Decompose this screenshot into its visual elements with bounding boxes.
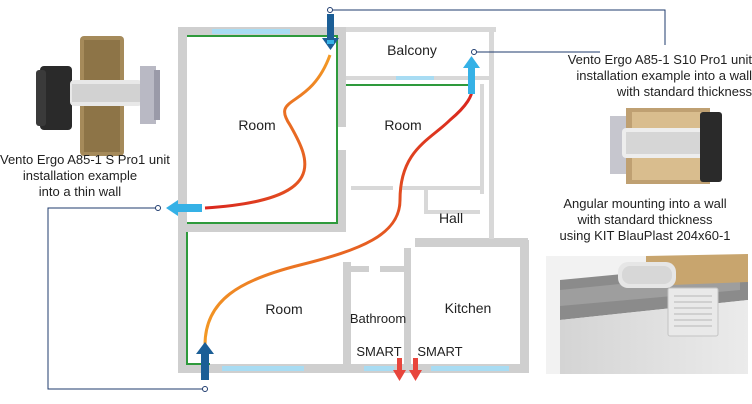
room-label-bathroom: Bathroom [350,311,406,326]
wall-bath-top-2 [380,266,404,272]
wall-divider-left [178,223,338,232]
wall-inner-vertical-2 [337,150,346,232]
wall-bottom [178,364,528,373]
wall-hall-lower [415,238,528,247]
wall-hall-top-2 [402,186,482,190]
unit-arrow-balcony [463,56,480,94]
caption-thin-wall-line-1: Vento Ergo A85-1 S Pro1 unit [0,152,170,167]
unit-standard-wall-illustration [610,108,722,184]
duct-room-top-left [187,35,338,224]
room-label-bottom: Room [265,301,302,317]
caption-standard-wall-line-1: Vento Ergo A85-1 S10 Pro1 unit [567,52,752,67]
light-walls [346,27,496,239]
caption-angular: Angular mounting into a wall with standa… [540,196,750,244]
wall-left [178,27,187,373]
airflow-curve-top [204,54,332,210]
wall-closet [424,186,428,214]
smart-arrow-2 [409,358,422,381]
caption-angular-line-1: Angular mounting into a wall [563,196,727,211]
caption-thin-wall: Vento Ergo A85-1 S Pro1 unit installatio… [0,152,170,200]
window-top-left [212,29,290,34]
room-label-hall: Hall [439,210,463,226]
leader-dot-left [155,205,161,211]
room-label-mid: Room [384,117,421,133]
caption-standard-wall-line-3: with standard thickness [616,84,752,99]
wall-bath-top [351,266,369,272]
window-kitchen [431,366,509,371]
caption-standard-wall-line-2: installation example into a wall [576,68,752,83]
leader-dot-balcony [471,49,477,55]
angular-mounting-illustration [546,254,748,374]
wall-hall-top [351,186,393,190]
leader-dot-top [327,7,333,13]
window-bathroom [364,366,394,371]
wall-room-mid-right [480,84,484,194]
wall-kitchen-right [520,240,529,373]
caption-angular-line-2: with standard thickness [577,212,713,227]
unit-arrow-left [166,200,202,216]
unit-arrow-top [322,14,339,50]
window-bottom-left [222,366,304,371]
leader-top [330,9,666,45]
wall-inner-vertical [337,27,346,127]
windows [212,29,509,371]
caption-standard-wall: Vento Ergo A85-1 S10 Pro1 unit installat… [556,52,752,100]
smart-arrow-1 [393,358,406,381]
wall-balcony-top [346,27,496,32]
caption-thin-wall-line-2: installation example [22,168,138,183]
leader-dots [155,7,477,392]
room-label-balcony: Balcony [387,42,437,58]
leader-lines [47,9,666,390]
leader-left [47,207,205,390]
caption-thin-wall-line-3: into a thin wall [38,184,122,199]
smart-label-1: SMART [356,344,401,359]
smart-label-2: SMART [417,344,462,359]
unit-thin-wall-illustration [36,36,160,156]
wall-closet-h [428,210,480,214]
wall-bath-kitchen [404,248,411,372]
caption-angular-line-3: using KIT BlauPlast 204x60-1 [559,228,731,243]
airflow-curve-main [203,89,474,346]
window-balcony [396,76,434,80]
room-label-kitchen: Kitchen [445,300,492,316]
wall-bathroom-left [343,262,351,372]
wall-balcony-right [489,27,494,239]
unit-arrow-bottom [196,342,214,380]
room-label-top-left: Room [238,117,275,133]
leader-dot-bottom [202,386,208,392]
